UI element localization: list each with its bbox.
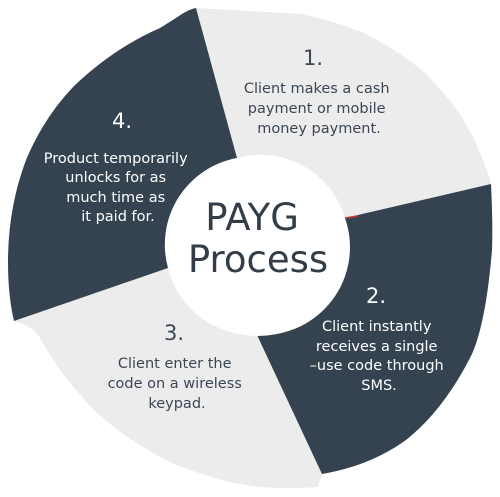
step-2-line-2: receives a single [316, 339, 438, 355]
step-4-line-1: Product temporarily [44, 151, 188, 167]
step-4-description: Product temporarily unlocks for as much … [44, 151, 193, 225]
step-2-line-3: –use code through [310, 358, 444, 374]
step-1-description: Client makes a cash payment or mobile mo… [244, 81, 394, 137]
step-2-description: Client instantly receives a single –use … [310, 319, 449, 394]
step-1-line-1: Client makes a cash [244, 81, 390, 97]
step-2-line-1: Client instantly [322, 319, 432, 335]
center-title-line-2: Process [188, 238, 328, 281]
step-4-line-2: unlocks for as [65, 170, 166, 186]
center-hub [169, 158, 347, 336]
segment-1 [196, 8, 491, 218]
step-2-number: 2. [366, 284, 386, 308]
step-4-line-3: much time as [66, 190, 165, 206]
step-3-description: Client enter the code on a wireless keyp… [108, 356, 247, 412]
step-3-number: 3. [164, 321, 184, 345]
segment-4 [8, 8, 237, 321]
center-title-line-1: PAYG [205, 196, 299, 239]
step-4-number: 4. [112, 109, 132, 133]
step-4-line-4: it paid for. [81, 209, 154, 225]
step-3-line-3: keypad. [148, 396, 205, 412]
segment-2 [257, 184, 493, 480]
step-3-line-2: code on a wireless [108, 376, 242, 392]
step-1-number: 1. [303, 46, 323, 70]
segment-3 [14, 268, 322, 489]
step-1-line-2: payment or mobile [248, 101, 386, 117]
center-title: PAYG Process [188, 196, 328, 281]
step-1-line-3: money payment. [257, 121, 381, 137]
step-2-line-4: SMS. [361, 378, 397, 394]
segment-divider-accent [344, 215, 359, 219]
step-3-line-1: Client enter the [118, 356, 232, 372]
